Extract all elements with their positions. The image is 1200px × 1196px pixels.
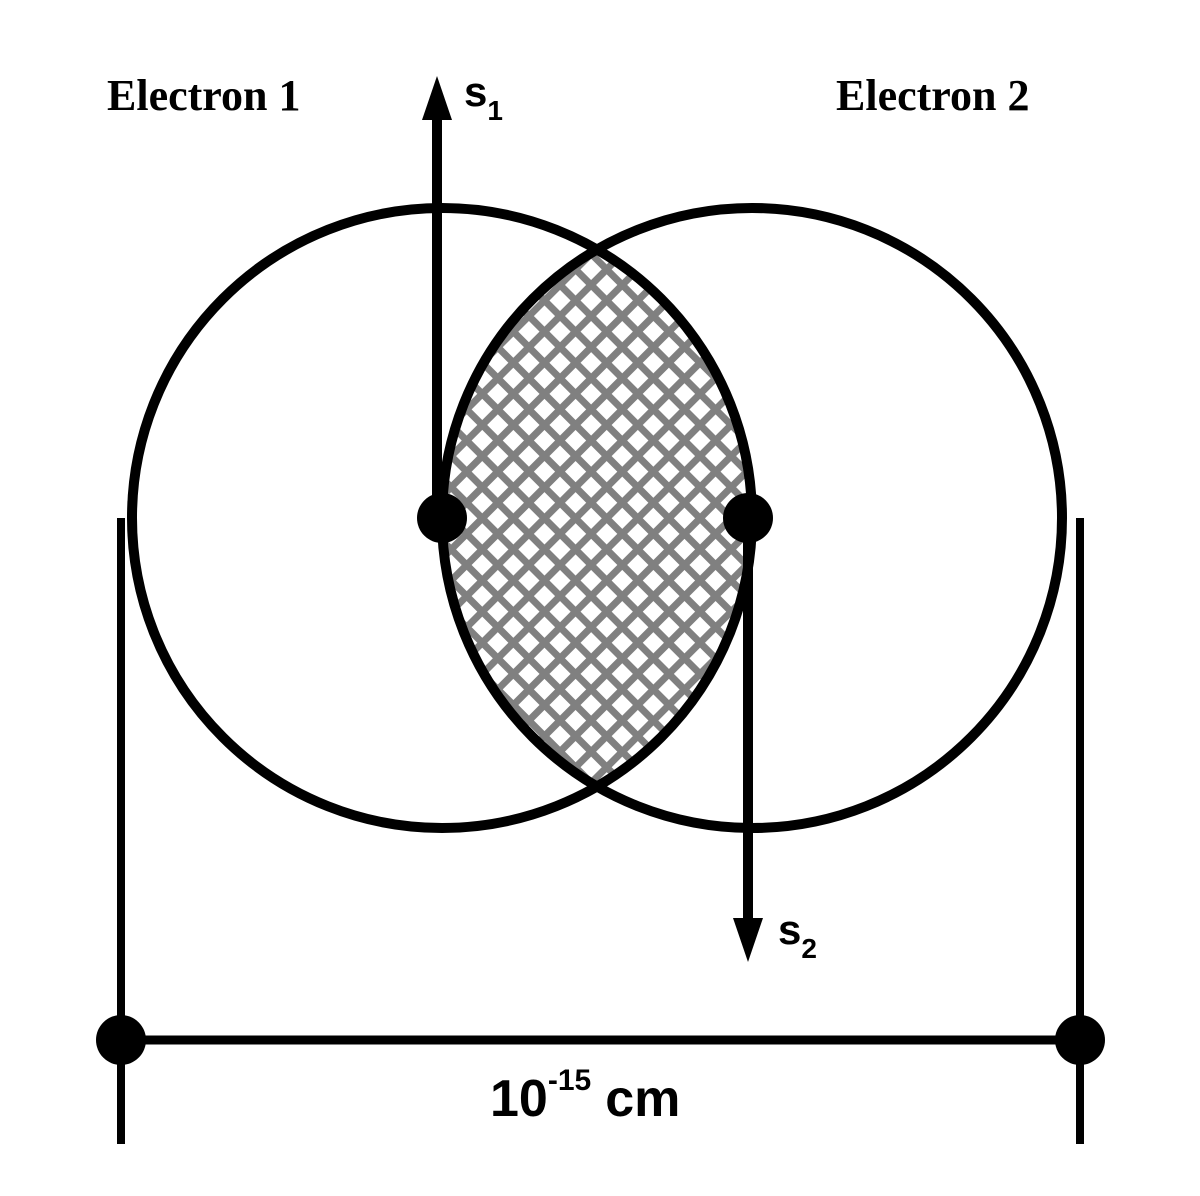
dimension-indicator: [96, 518, 1105, 1144]
spin-1-label: s1: [464, 68, 503, 126]
electron-1-center-dot: [417, 493, 467, 543]
dimension-right-dot: [1055, 1015, 1105, 1065]
electron-1-label: Electron 1: [107, 71, 301, 120]
electron-2-label: Electron 2: [836, 71, 1030, 120]
overlap-region: [442, 208, 752, 828]
dimension-left-dot: [96, 1015, 146, 1065]
spin-arrow-1: [422, 76, 452, 518]
electron-2-center-dot: [723, 493, 773, 543]
spin-arrow-2: [733, 518, 763, 962]
spin-2-label: s2: [778, 906, 817, 964]
